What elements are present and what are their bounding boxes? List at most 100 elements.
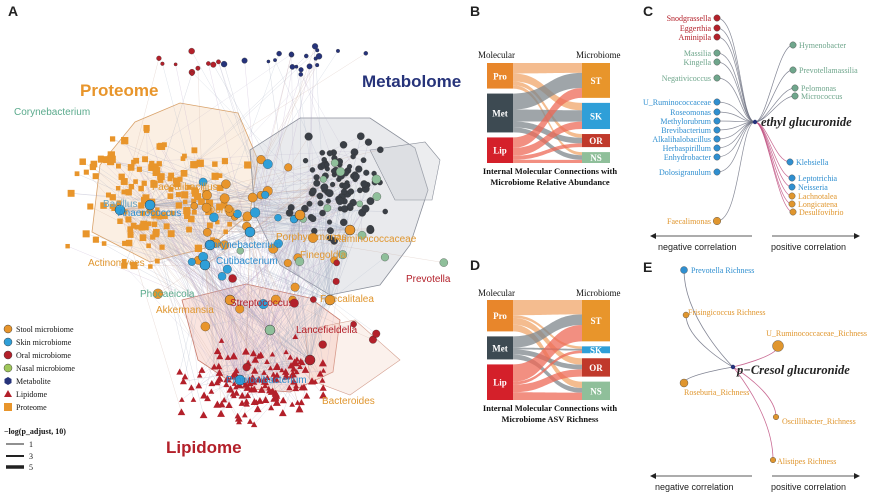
sankey-d-flow — [513, 350, 582, 385]
panel-c-right-taxon: Desulfovibrio — [799, 208, 843, 217]
panel-c-node — [713, 58, 721, 66]
sankey-d-flow — [513, 354, 582, 393]
sankey-b-right-label: NS — [590, 153, 602, 163]
label-lancefieldella: Lancefieldella — [296, 325, 358, 336]
panel-d: D Molecular Microbiome ProMetLipSTSKORNS… — [470, 257, 621, 424]
panel-c-left-taxon: Brevibacterium — [661, 126, 712, 135]
label-prevotella: Prevotella — [406, 274, 451, 285]
panel-c-left-taxon: Dolosigranulum — [659, 168, 712, 177]
sankey-d-right-node — [582, 358, 610, 377]
sankey-d-header-right: Microbiome — [576, 288, 621, 298]
panel-e-negative-label: negative correlation — [655, 482, 734, 492]
panel-c-edge — [754, 121, 793, 197]
panel-c-edge — [716, 17, 756, 123]
legend-edge-title: −log(p_adjust, 10) — [4, 427, 66, 436]
sankey-d-right-label: NS — [590, 386, 602, 396]
panel-c-node — [791, 92, 799, 100]
legend-skin-label: Skin microbiome — [16, 338, 72, 347]
panel-c-edge — [754, 121, 793, 188]
legend-oral-marker — [3, 350, 13, 360]
panel-c-edge — [716, 77, 756, 123]
panel-b-letter: B — [470, 3, 480, 19]
panel-c-node — [713, 144, 721, 152]
sankey-d-right-label: ST — [590, 316, 601, 326]
panel-c-node — [789, 66, 797, 74]
panel-c-node — [789, 208, 797, 216]
lipidome-hull-right — [304, 319, 401, 396]
panel-e-taxon-label: Alistipes Richness — [777, 457, 836, 466]
sankey-b-left-node — [487, 93, 513, 133]
panel-b: B Molecular Microbiome ProMetLipSTSKORNS… — [470, 3, 621, 187]
panel-c-node — [713, 135, 721, 143]
label-bacillus: Bacillus — [103, 199, 137, 210]
label-ruminococcaceae: Ruminococcaceae — [334, 234, 417, 245]
sankey-b-flow — [513, 143, 582, 160]
sankey-b-right-label: SK — [590, 111, 602, 121]
panel-c-node — [713, 98, 721, 106]
panel-c-positive-label: positive correlation — [771, 242, 846, 252]
label-cutibacterium: Cutibacterium — [216, 256, 278, 267]
panel-c-left-taxon: U_Ruminococcaceae — [643, 98, 711, 107]
sankey-d-right-node — [582, 300, 610, 342]
panel-c-right-taxon: Hymenobacter — [799, 41, 846, 50]
panel-c-right-taxon: Lachnotalea — [798, 192, 838, 201]
panel-c-edge — [716, 27, 756, 123]
sankey-d-flow — [513, 314, 582, 348]
panel-c-left-taxon: Aminipila — [679, 33, 712, 42]
panel-c-node — [713, 168, 721, 176]
panel-e-negative-arrowhead — [650, 473, 656, 479]
sankey-d-left-node — [487, 364, 513, 400]
panel-c-node — [788, 192, 796, 200]
panel-e-edge — [683, 366, 734, 384]
panel-c-left-taxon: Snodgrassella — [667, 14, 712, 23]
sankey-d-right-node — [582, 381, 610, 400]
panel-c-letter: C — [643, 3, 653, 19]
panel-c-node — [713, 108, 721, 116]
sankey-b-right-label: OR — [589, 136, 603, 146]
metabolome-title: Metabolome — [362, 72, 461, 91]
panel-c: C SnodgrassellaEggerthiaAminipilaMassili… — [643, 3, 860, 252]
panel-e-taxon-label: Oscillibacter_Richness — [782, 417, 856, 426]
sankey-b-right-node — [582, 152, 610, 163]
panel-e-taxon-label: U_Ruminococcaceae_Richness — [766, 329, 867, 338]
legend-edge-5-label: 5 — [29, 463, 33, 472]
sankey-d-right-label: OR — [589, 363, 603, 373]
metabolome-hull-right — [369, 141, 441, 201]
sankey-b-flow — [513, 63, 582, 74]
sankey-d-left-node — [487, 336, 513, 360]
panel-e-positive-label: positive correlation — [771, 482, 846, 492]
legend-stool-label: Stool microbiome — [16, 325, 74, 334]
panel-c-edge — [716, 121, 756, 222]
label-corynebacterium-top: Corynebacterium — [14, 107, 90, 118]
sankey-d-header-left: Molecular — [478, 288, 515, 298]
panel-c-node — [713, 153, 721, 161]
panel-c-left-taxon: Herbaspirillum — [663, 144, 712, 153]
sankey-d-flow — [513, 317, 582, 365]
panel-c-right-taxon: Longicatena — [798, 200, 838, 209]
label-propionibacterium: Propionibacterium — [226, 375, 307, 386]
legend-metabolite-marker — [4, 377, 12, 385]
panel-c-left-taxon: Faecalimonas — [667, 217, 711, 226]
sankey-b-caption-line-1: Internal Molecular Connections with — [483, 166, 617, 176]
panel-e-node — [679, 378, 689, 388]
panel-c-right-taxon: Klebsiella — [796, 158, 829, 167]
label-porphyromonas: Porphyromonas — [276, 232, 347, 243]
sankey-b-flow — [513, 159, 582, 163]
legend-edge-1-label: 1 — [29, 440, 33, 449]
panel-c-right-taxon: Micrococcus — [801, 92, 842, 101]
panel-c-right-taxon: Leptotrichia — [798, 174, 838, 183]
sankey-d-left-label: Met — [492, 343, 508, 353]
panel-c-edge — [716, 36, 756, 123]
panel-e-taxon-label: Roseburia_Richness — [684, 388, 749, 397]
panel-c-right-taxon: Pelomonas — [801, 84, 836, 93]
panel-c-edge — [754, 69, 794, 123]
sankey-b-left-label: Met — [492, 109, 508, 119]
panel-c-node — [713, 74, 721, 82]
lipidome-title: Lipidome — [166, 438, 242, 457]
label-dorea: Dorea — [208, 205, 236, 216]
panel-c-right-taxon: Neisseria — [798, 183, 828, 192]
